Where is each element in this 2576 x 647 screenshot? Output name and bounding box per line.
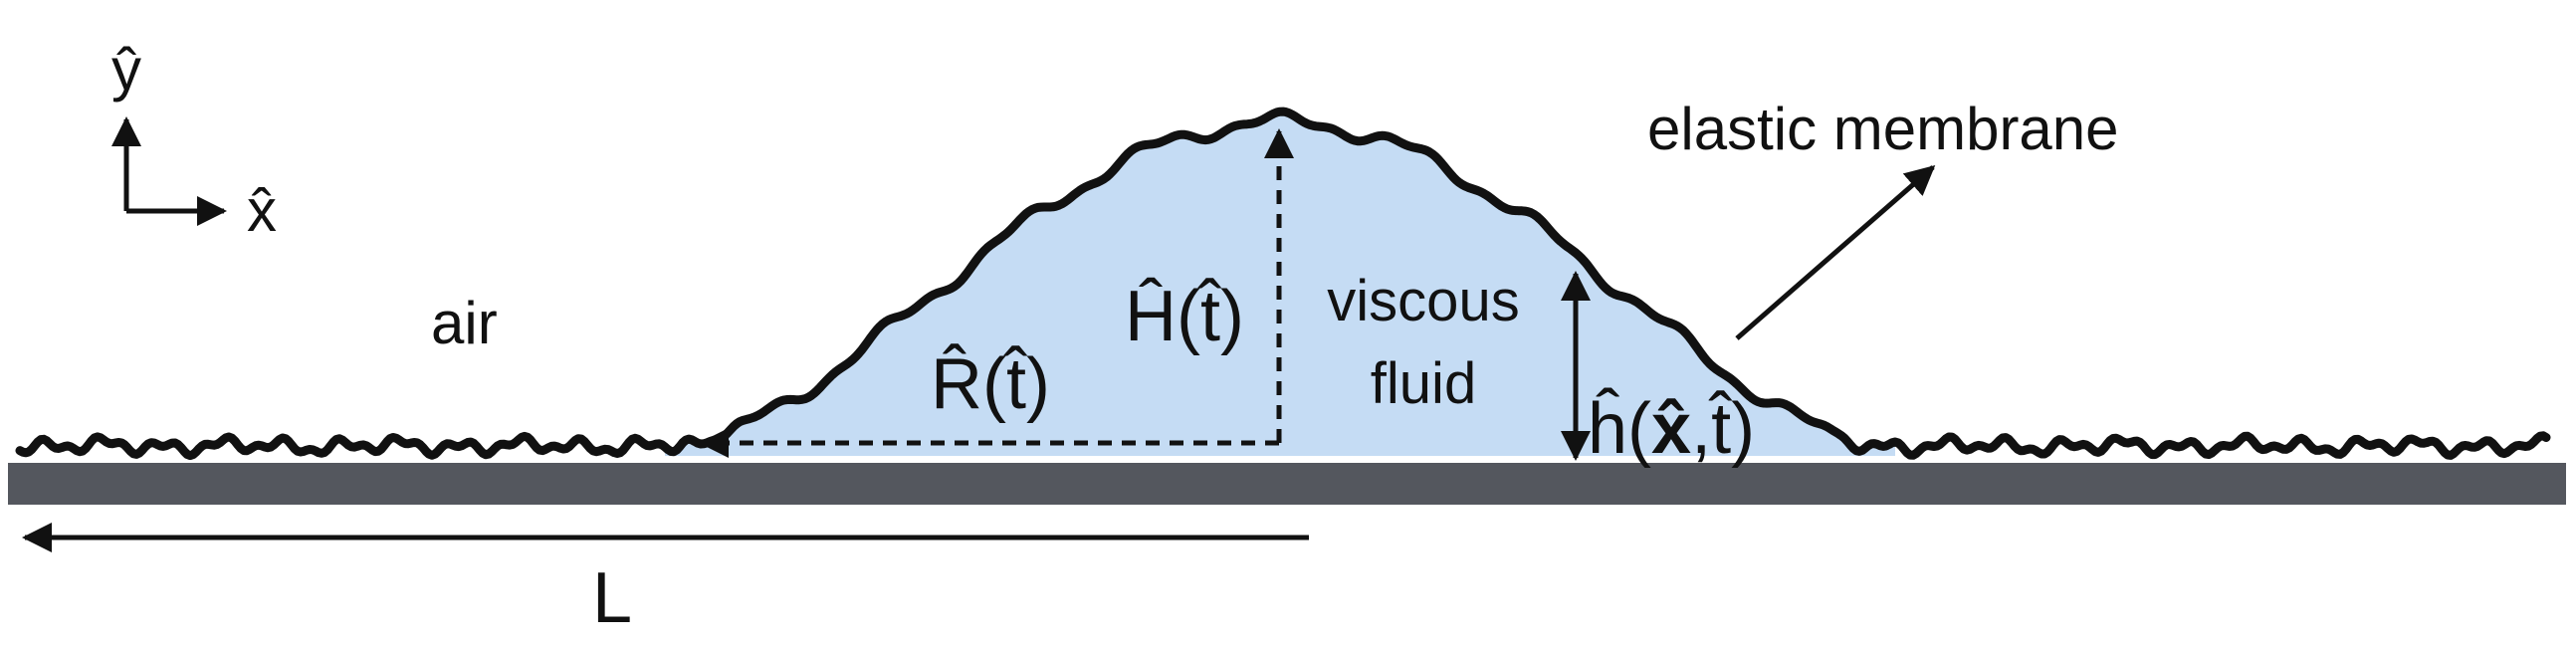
thickness-label: ĥ(x̂,t̂): [1588, 387, 1755, 469]
x-axis-label: x̂: [247, 177, 277, 244]
thickness-label-x: x̂: [1651, 389, 1691, 469]
elastic-membrane: [15, 107, 2551, 461]
fluid-label-line1: viscous: [1327, 269, 1519, 333]
radius-label: R̂(t̂): [931, 342, 1050, 424]
thickness-label-suffix: ,t̂): [1691, 389, 1755, 469]
length-label: L: [592, 558, 632, 638]
thickness-label-prefix: ĥ(: [1588, 387, 1651, 469]
membrane-pointer-arrow: [1735, 165, 1936, 340]
y-axis-label: ŷ: [111, 36, 141, 103]
membrane-label: elastic membrane: [1647, 96, 2119, 162]
fluid-label-line2: fluid: [1371, 351, 1476, 416]
height-label: Ĥ(t̂): [1125, 277, 1244, 356]
coordinate-axes: ŷ x̂: [111, 36, 277, 244]
rigid-substrate: [8, 463, 2566, 505]
air-label: air: [431, 290, 498, 356]
